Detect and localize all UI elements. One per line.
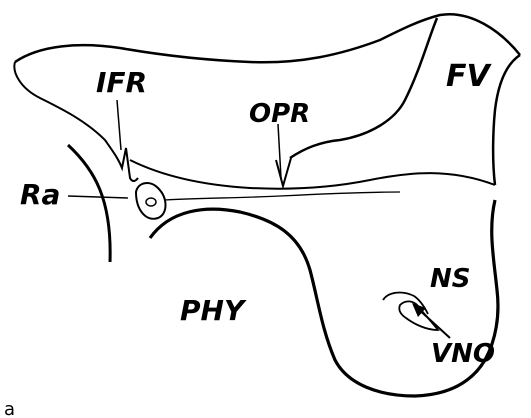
upper-sheet-left-edge xyxy=(14,62,105,140)
label-vno: VNO xyxy=(431,339,495,369)
left-wall xyxy=(68,145,110,262)
ventricle-right-wall xyxy=(493,55,520,185)
label-fv: FV xyxy=(446,59,492,94)
label-ns: NS xyxy=(430,264,471,294)
label-opr: OPR xyxy=(249,99,310,129)
ra-pointer xyxy=(68,196,128,198)
panel-letter: a xyxy=(4,399,15,418)
upper-sheet-outline xyxy=(15,14,520,62)
ventricle-inner-border xyxy=(290,18,437,158)
label-ifr: IFR xyxy=(96,66,147,99)
dorsal-lamina-lower xyxy=(165,192,400,200)
label-ra: Ra xyxy=(20,178,60,211)
ifr-pointer xyxy=(117,100,121,150)
dorsal-lamina-upper xyxy=(130,160,495,189)
ra-structure xyxy=(136,183,166,219)
label-phy: PHY xyxy=(180,294,247,327)
ra-core xyxy=(146,198,156,206)
opr-notch xyxy=(276,158,291,186)
